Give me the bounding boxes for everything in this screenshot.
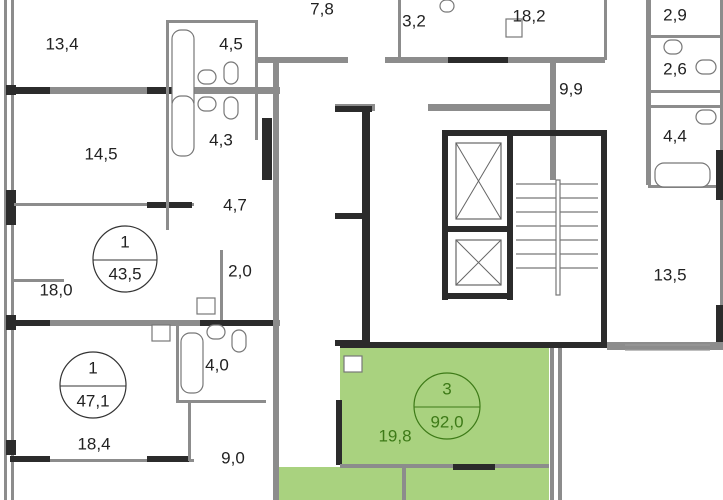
walls bbox=[4, 0, 723, 500]
balcony-window bbox=[625, 344, 710, 351]
room-area: 9,9 bbox=[559, 79, 583, 98]
room-area: 2,9 bbox=[663, 5, 687, 24]
apartment-total-area: 47,1 bbox=[76, 391, 109, 410]
room-area: 4,0 bbox=[205, 355, 229, 374]
room-area: 18,2 bbox=[512, 6, 545, 25]
room-area: 4,5 bbox=[219, 34, 243, 53]
apartment-rooms: 3 bbox=[442, 379, 451, 398]
apartment-total-area: 92,0 bbox=[430, 412, 463, 431]
room-area: 7,8 bbox=[310, 0, 334, 18]
room-area: 2,0 bbox=[228, 261, 252, 280]
bathtub-icon bbox=[171, 29, 195, 157]
room-area: 4,3 bbox=[209, 130, 233, 149]
apartment-rooms: 1 bbox=[88, 358, 97, 377]
elevator-icon bbox=[455, 142, 502, 286]
apartment-badge-selected[interactable]: 3 92,0 bbox=[413, 372, 481, 440]
room-area: 4,7 bbox=[223, 195, 247, 214]
room-area: 19,8 bbox=[378, 426, 411, 445]
room-area: 18,4 bbox=[77, 434, 110, 453]
stairs-icon bbox=[516, 179, 598, 296]
room-area: 13,4 bbox=[45, 34, 78, 53]
apartment-badge[interactable]: 1 43,5 bbox=[92, 225, 158, 293]
room-area: 13,5 bbox=[653, 265, 686, 284]
room-area: 18,0 bbox=[39, 280, 72, 299]
room-area: 3,2 bbox=[402, 11, 426, 30]
room-area: 9,0 bbox=[221, 448, 245, 467]
toilet-icon bbox=[223, 0, 717, 353]
apartment-rooms: 1 bbox=[120, 232, 129, 251]
apartment-total-area: 43,5 bbox=[108, 264, 141, 283]
room-area: 14,5 bbox=[84, 144, 117, 163]
apartment-3-highlight[interactable] bbox=[278, 347, 549, 500]
apartment-badge[interactable]: 1 47,1 bbox=[59, 351, 127, 419]
bathtub-icon bbox=[180, 162, 711, 394]
room-area: 2,6 bbox=[663, 59, 687, 78]
room-area: 4,4 bbox=[663, 126, 687, 145]
sink-icon bbox=[151, 18, 683, 373]
